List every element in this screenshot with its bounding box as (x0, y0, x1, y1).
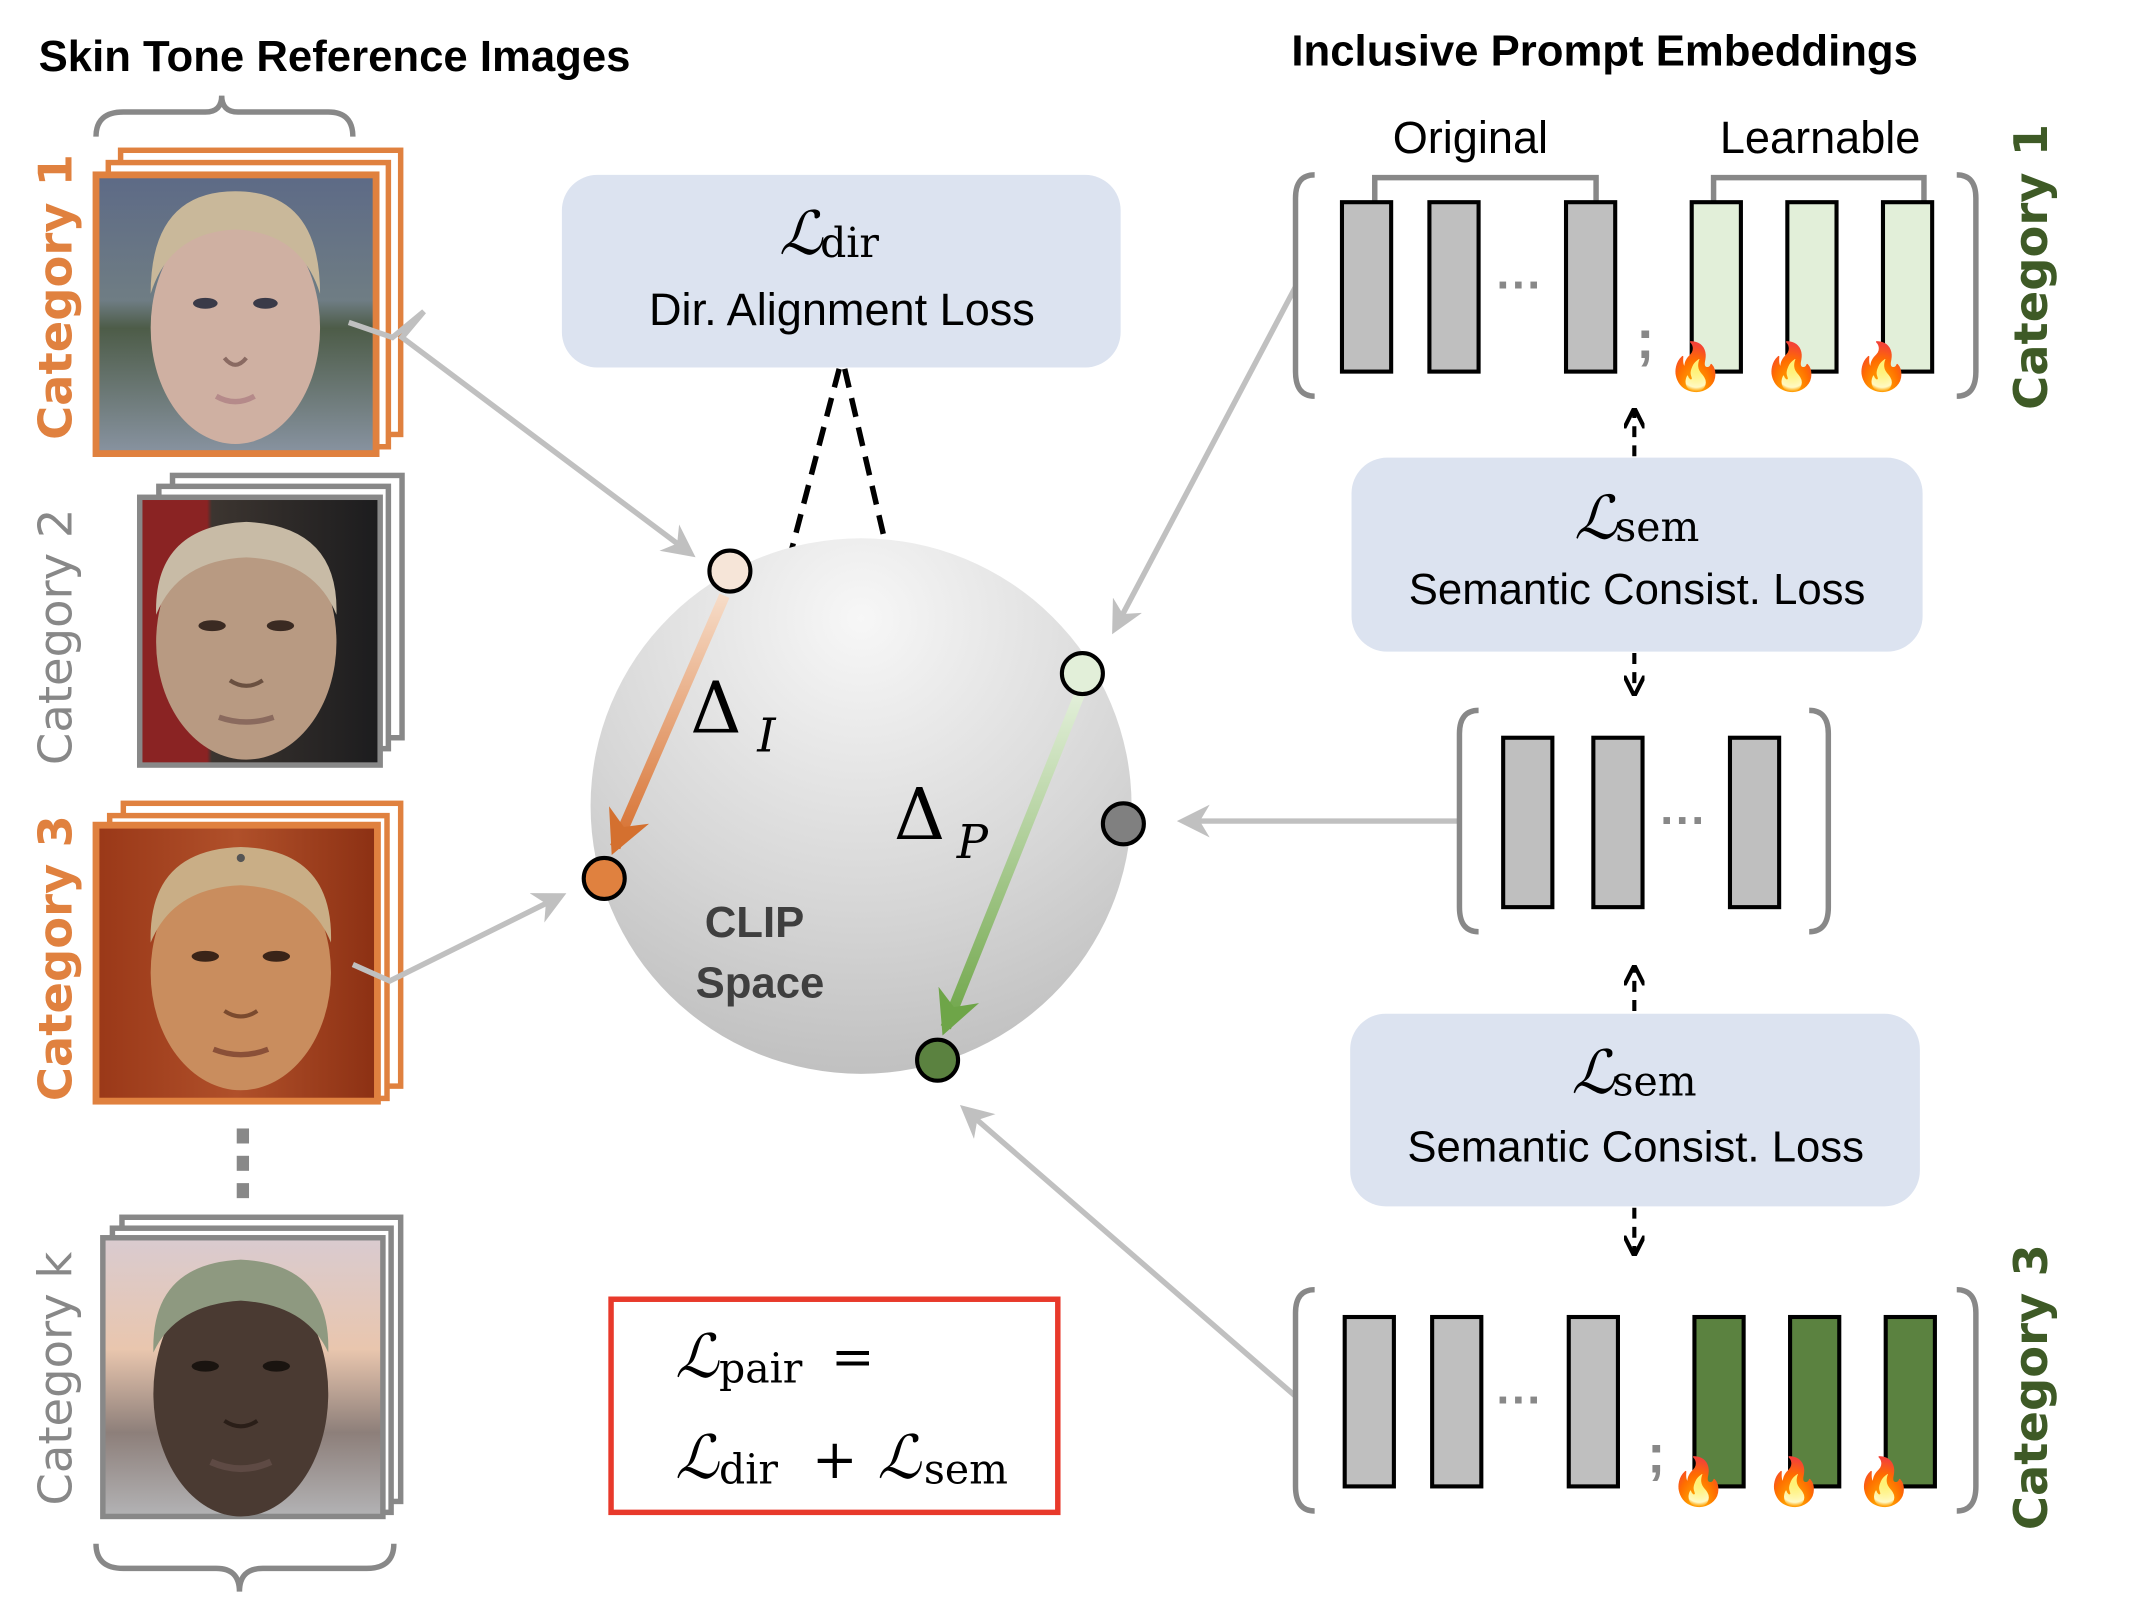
prompt-direction-arrow (938, 691, 1085, 1036)
sem-loss-bottom-label: Semantic Consist. Loss (1407, 1122, 1864, 1171)
pair-loss-sem-subscript: sem (924, 1446, 1008, 1494)
image-stack-category-2[interactable] (136, 472, 405, 768)
pair-loss-equation-box: ℒ pair = ℒ dir + ℒ sem (608, 1296, 1061, 1516)
concat-separator: ; (1636, 309, 1654, 370)
token-original (1339, 200, 1394, 374)
image-stack-category-1[interactable] (92, 147, 404, 457)
point-prompt-cat1 (1059, 650, 1105, 697)
connector-embed3-to-clip (959, 1105, 1298, 1399)
point-image-cat1 (707, 548, 753, 594)
category-2-label: Category 2 (28, 509, 82, 765)
token-original (1563, 200, 1618, 374)
pair-loss-subscript: pair (719, 1345, 803, 1393)
embedding-category-1: Original Learnable ··· ; 🔥 🔥 🔥 (1292, 112, 1979, 399)
connector-embed1-to-clip (1112, 285, 1298, 635)
heading-inclusive-prompt: Inclusive Prompt Embeddings (1291, 27, 1918, 76)
top-curly-brace (93, 95, 356, 137)
token-learnable (1689, 200, 1743, 374)
bottom-curly-brace (93, 1543, 397, 1592)
delta-p-symbol: Δ (894, 773, 945, 856)
pair-loss-sem-symbol: ℒ (877, 1423, 922, 1493)
image-direction-arrow (609, 593, 730, 856)
flame-icon: 🔥 (1670, 1454, 1728, 1508)
dir-loss-label: Dir. Alignment Loss (649, 284, 1035, 335)
token-learnable (1692, 1314, 1746, 1489)
face-portrait-light-skin (150, 191, 321, 445)
dir-loss-subscript: dir (820, 219, 879, 267)
token-learnable (1883, 1314, 1937, 1489)
sem-loss-bottom-subscript: sem (1612, 1058, 1696, 1106)
token-original (1566, 1314, 1620, 1489)
face-portrait-medium-skin (150, 847, 332, 1091)
flame-icon: 🔥 (1667, 340, 1725, 394)
dashed-arrow-to-delta-i (759, 368, 842, 675)
learnable-label: Learnable (1720, 112, 1921, 163)
token-original (1727, 735, 1782, 910)
pair-loss-dir-subscript: dir (719, 1446, 778, 1494)
sem-loss-top-symbol: ℒ (1574, 483, 1619, 553)
point-prompt-neutral (1100, 801, 1146, 847)
delta-i-symbol: Δ (690, 666, 741, 749)
token-ellipsis: ··· (1660, 794, 1706, 846)
face-portrait-medium-light-skin (156, 521, 337, 760)
original-label: Original (1393, 112, 1548, 163)
embedding-category-3-label: Category 3 (2004, 1244, 2058, 1530)
pair-loss-symbol: ℒ (675, 1322, 720, 1392)
pair-loss-plus: + (812, 1427, 858, 1491)
category-3-label: Category 3 (28, 815, 82, 1101)
concat-separator: ; (1647, 1424, 1665, 1485)
point-prompt-cat3 (915, 1037, 961, 1083)
image-stack-category-k[interactable] (100, 1214, 404, 1520)
sem-loss-top-subscript: sem (1615, 503, 1699, 551)
token-learnable (1785, 200, 1839, 374)
original-bracket (1372, 174, 1599, 203)
clip-label-line2: Space (696, 958, 825, 1007)
flame-icon: 🔥 (1763, 340, 1821, 394)
connector-cat1-to-clip (347, 309, 696, 558)
point-image-cat3 (581, 855, 627, 901)
token-original (1430, 1314, 1484, 1489)
vertical-ellipsis (236, 1128, 250, 1199)
flame-icon: 🔥 (1855, 1454, 1913, 1508)
category-k-label: Category k (28, 1252, 82, 1506)
semantic-loss-box-top: ℒ sem Semantic Consist. Loss (1351, 457, 1923, 652)
token-original (1501, 735, 1555, 910)
embedding-neutral: ··· (1456, 707, 1832, 935)
pair-loss-dir-symbol: ℒ (675, 1423, 720, 1493)
dir-loss-symbol: ℒ (779, 199, 824, 269)
token-learnable (1788, 1314, 1842, 1489)
semantic-loss-box-bottom: ℒ sem Semantic Consist. Loss (1350, 1013, 1920, 1207)
learnable-bracket (1710, 174, 1927, 203)
heading-skin-tone-reference: Skin Tone Reference Images (39, 32, 631, 81)
flame-icon: 🔥 (1853, 340, 1911, 394)
clip-label-line1: CLIP (705, 898, 805, 947)
token-original (1427, 200, 1481, 374)
dir-alignment-loss-box: ℒ dir Dir. Alignment Loss (561, 174, 1121, 368)
token-ellipsis: ··· (1496, 259, 1542, 311)
token-original (1342, 1314, 1396, 1489)
embedding-category-1-label: Category 1 (2004, 124, 2058, 410)
pair-loss-equals: = (831, 1327, 875, 1387)
delta-p-subscript: P (956, 815, 989, 869)
face-portrait-dark-skin (153, 1259, 329, 1517)
clip-space-sphere: CLIP Space Δ I Δ P (581, 538, 1146, 1083)
sem-loss-bottom-symbol: ℒ (1571, 1038, 1616, 1108)
connector-cat3-to-clip (351, 893, 567, 984)
image-stack-category-3[interactable] (92, 800, 404, 1105)
category-1-label: Category 1 (28, 154, 82, 440)
embedding-category-3: ··· ; 🔥 🔥 🔥 (1292, 1286, 1979, 1514)
token-learnable (1880, 200, 1935, 374)
sem-loss-top-label: Semantic Consist. Loss (1409, 565, 1866, 614)
delta-i-subscript: I (756, 708, 777, 762)
flame-icon: 🔥 (1765, 1454, 1823, 1508)
token-original (1591, 735, 1645, 910)
token-ellipsis: ··· (1496, 1373, 1542, 1425)
